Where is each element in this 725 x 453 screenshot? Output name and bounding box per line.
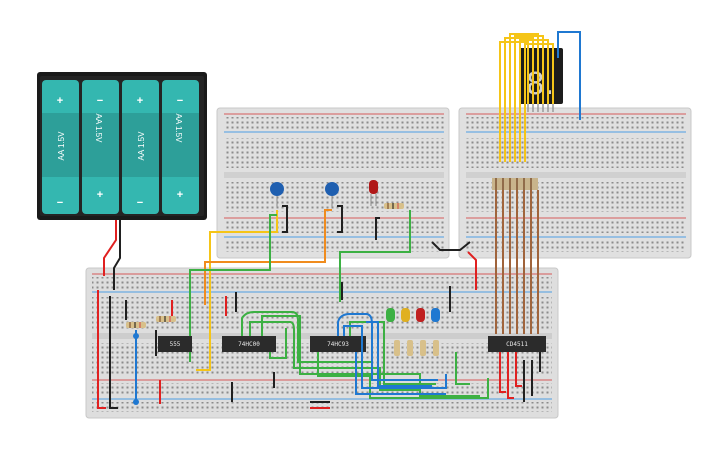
cell-4-label: AA 1.5V [174, 114, 183, 144]
led-resistors [394, 340, 439, 356]
chip-74hc93-label: 74HC93 [327, 341, 349, 348]
cell-1-top-sign: + [57, 95, 63, 107]
cell-3-top-sign: + [137, 95, 143, 107]
wire-green-decoder [455, 352, 470, 385]
wire-yellow-1 [196, 210, 278, 371]
jumpers-black-top-middle [282, 205, 380, 240]
wire-black-battery [113, 220, 121, 290]
display-resistors [492, 178, 538, 190]
battery-cell-3: + AA 1.5V − [122, 80, 159, 214]
node-blue-2 [133, 399, 139, 405]
cell-2-label: AA 1.5V [94, 114, 103, 144]
resistor-main-2[interactable] [156, 316, 176, 322]
cell-4-bottom-sign: + [177, 189, 183, 201]
chip-74hc93[interactable]: 74HC93 [310, 336, 366, 352]
wire-red-battery [103, 220, 117, 276]
chip-74hc00-label: 74HC00 [238, 341, 260, 348]
node-blue-1 [133, 333, 139, 339]
chip-555-label: 555 [170, 341, 181, 348]
wires-blue-bundle [337, 313, 447, 395]
chip-555[interactable]: 555 [158, 336, 192, 352]
battery-cell-2: − AA 1.5V + [82, 80, 119, 214]
wire-green-2 [339, 210, 411, 302]
wire-orange-1 [204, 209, 332, 305]
wires-display-yellow [499, 33, 554, 162]
cell-2-top-sign: − [97, 95, 103, 107]
capacitor-1[interactable] [270, 182, 284, 208]
wire-display-ground [557, 31, 581, 120]
cell-1-bottom-sign: − [57, 197, 63, 209]
capacitor-2[interactable] [325, 182, 339, 208]
cell-2-bottom-sign: + [97, 189, 103, 201]
resistor-main-1[interactable] [126, 322, 146, 328]
led-red[interactable] [369, 180, 378, 206]
chip-74hc00[interactable]: 74HC00 [222, 336, 276, 352]
battery-cell-1: + AA 1.5V − [42, 80, 79, 214]
cell-3-bottom-sign: − [137, 197, 143, 209]
wire-green-1 [189, 214, 277, 362]
resistor-top-middle[interactable] [384, 203, 404, 209]
cell-3-label: AA 1.5V [137, 131, 146, 161]
breadboard-top-middle[interactable] [216, 107, 450, 259]
chip-cd4511-label: CD4511 [506, 341, 528, 348]
wires-red-decoder [499, 352, 522, 399]
battery-pack[interactable]: + AA 1.5V − − AA 1.5V + + AA 1.5V − − AA… [37, 72, 207, 220]
jumpers-main-left [97, 282, 451, 409]
cell-1-label: AA 1.5V [57, 131, 66, 161]
wire-red-bridge [467, 251, 477, 290]
wires-decoder-brown [495, 190, 539, 334]
wires-black-decoder [523, 352, 541, 402]
cell-4-top-sign: − [177, 95, 183, 107]
display-digit: 8. [526, 67, 555, 102]
led-row[interactable] [386, 308, 440, 322]
battery-cell-4: − AA 1.5V + [162, 80, 199, 214]
wire-black-bridge [431, 241, 471, 251]
chip-cd4511[interactable]: CD4511 [488, 336, 546, 352]
